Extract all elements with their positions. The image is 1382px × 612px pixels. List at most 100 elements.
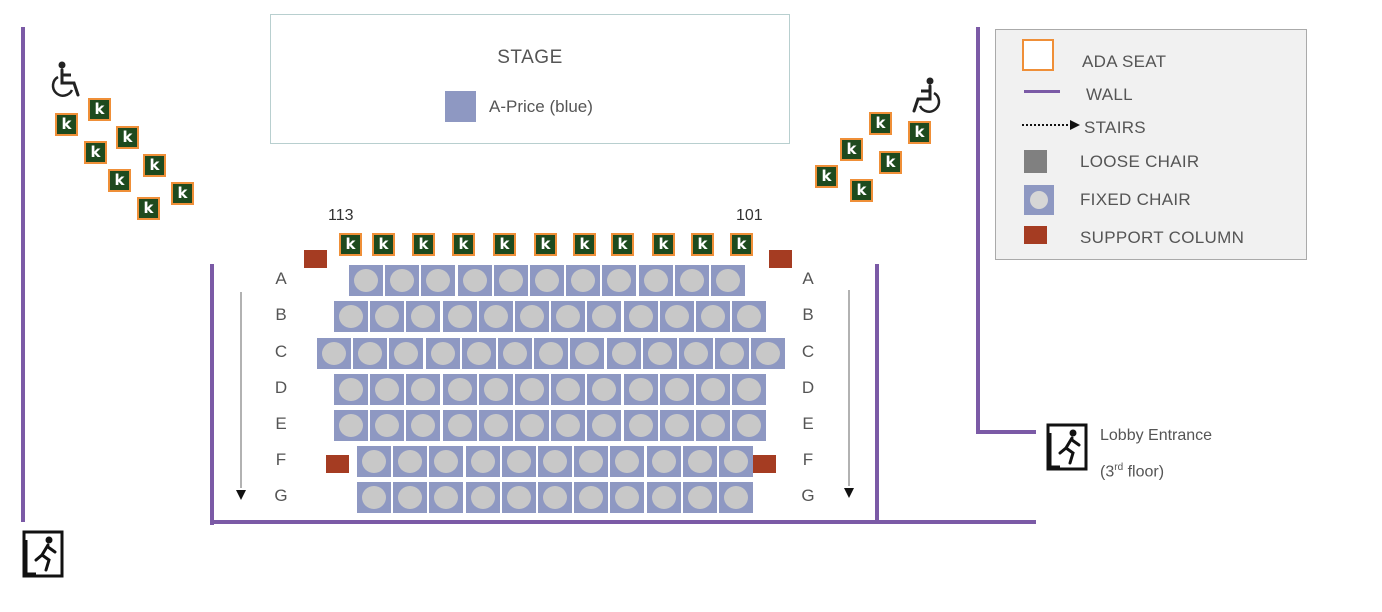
ada-seat[interactable]: k (730, 233, 753, 256)
fixed-chair-seat[interactable] (623, 301, 658, 332)
ada-seat[interactable]: k (691, 233, 714, 256)
fixed-chair-seat[interactable] (357, 482, 391, 513)
ada-seat[interactable]: k (108, 169, 131, 192)
ada-seat[interactable]: k (840, 138, 863, 161)
fixed-chair-seat[interactable] (659, 374, 694, 405)
fixed-chair-seat[interactable] (732, 410, 767, 441)
fixed-chair-seat[interactable] (751, 338, 786, 369)
fixed-chair-seat[interactable] (606, 338, 641, 369)
fixed-chair-seat[interactable] (719, 446, 753, 477)
fixed-chair-seat[interactable] (429, 446, 464, 477)
ada-seat[interactable]: k (55, 113, 78, 136)
fixed-chair-seat[interactable] (406, 410, 441, 441)
fixed-chair-seat[interactable] (642, 338, 677, 369)
fixed-chair-seat[interactable] (370, 410, 405, 441)
fixed-chair-seat[interactable] (574, 482, 609, 513)
fixed-chair-seat[interactable] (442, 410, 477, 441)
fixed-chair-seat[interactable] (646, 446, 681, 477)
fixed-chair-seat[interactable] (646, 482, 681, 513)
fixed-chair-seat[interactable] (515, 410, 549, 441)
fixed-chair-seat[interactable] (638, 265, 673, 296)
ada-seat[interactable]: k (908, 121, 931, 144)
ada-seat[interactable]: k (339, 233, 362, 256)
fixed-chair-seat[interactable] (406, 374, 441, 405)
fixed-chair-seat[interactable] (515, 374, 549, 405)
ada-seat[interactable]: k (573, 233, 596, 256)
fixed-chair-seat[interactable] (465, 446, 500, 477)
fixed-chair-seat[interactable] (719, 482, 753, 513)
fixed-chair-seat[interactable] (385, 265, 420, 296)
fixed-chair-seat[interactable] (696, 374, 730, 405)
fixed-chair-seat[interactable] (732, 374, 767, 405)
ada-seat[interactable]: k (116, 126, 139, 149)
fixed-chair-seat[interactable] (349, 265, 383, 296)
fixed-chair-seat[interactable] (465, 482, 500, 513)
fixed-chair-seat[interactable] (478, 374, 513, 405)
fixed-chair-seat[interactable] (659, 301, 694, 332)
fixed-chair-seat[interactable] (538, 482, 572, 513)
ada-seat[interactable]: k (611, 233, 634, 256)
fixed-chair-seat[interactable] (610, 446, 645, 477)
fixed-chair-seat[interactable] (421, 265, 456, 296)
fixed-chair-seat[interactable] (602, 265, 637, 296)
fixed-chair-seat[interactable] (679, 338, 713, 369)
fixed-chair-seat[interactable] (334, 410, 368, 441)
ada-seat[interactable]: k (137, 197, 160, 220)
fixed-chair-seat[interactable] (623, 410, 658, 441)
fixed-chair-seat[interactable] (551, 301, 586, 332)
fixed-chair-seat[interactable] (370, 374, 405, 405)
fixed-chair-seat[interactable] (711, 265, 745, 296)
ada-seat[interactable]: k (652, 233, 675, 256)
ada-seat[interactable]: k (84, 141, 107, 164)
ada-seat[interactable]: k (452, 233, 475, 256)
fixed-chair-seat[interactable] (501, 482, 536, 513)
fixed-chair-seat[interactable] (551, 374, 586, 405)
fixed-chair-seat[interactable] (461, 338, 496, 369)
fixed-chair-seat[interactable] (674, 265, 709, 296)
fixed-chair-seat[interactable] (715, 338, 750, 369)
fixed-chair-seat[interactable] (478, 410, 513, 441)
fixed-chair-seat[interactable] (570, 338, 605, 369)
fixed-chair-seat[interactable] (682, 482, 717, 513)
fixed-chair-seat[interactable] (317, 338, 351, 369)
fixed-chair-seat[interactable] (587, 410, 622, 441)
fixed-chair-seat[interactable] (370, 301, 405, 332)
fixed-chair-seat[interactable] (501, 446, 536, 477)
fixed-chair-seat[interactable] (623, 374, 658, 405)
fixed-chair-seat[interactable] (551, 410, 586, 441)
fixed-chair-seat[interactable] (574, 446, 609, 477)
fixed-chair-seat[interactable] (498, 338, 532, 369)
fixed-chair-seat[interactable] (659, 410, 694, 441)
fixed-chair-seat[interactable] (515, 301, 549, 332)
fixed-chair-seat[interactable] (457, 265, 492, 296)
ada-seat[interactable]: k (412, 233, 435, 256)
fixed-chair-seat[interactable] (610, 482, 645, 513)
fixed-chair-seat[interactable] (534, 338, 569, 369)
fixed-chair-seat[interactable] (530, 265, 564, 296)
ada-seat[interactable]: k (143, 154, 166, 177)
ada-seat[interactable]: k (88, 98, 111, 121)
fixed-chair-seat[interactable] (406, 301, 441, 332)
fixed-chair-seat[interactable] (538, 446, 572, 477)
fixed-chair-seat[interactable] (353, 338, 388, 369)
fixed-chair-seat[interactable] (696, 301, 730, 332)
ada-seat[interactable]: k (879, 151, 902, 174)
ada-seat[interactable]: k (171, 182, 194, 205)
fixed-chair-seat[interactable] (389, 338, 424, 369)
fixed-chair-seat[interactable] (442, 301, 477, 332)
fixed-chair-seat[interactable] (429, 482, 464, 513)
fixed-chair-seat[interactable] (493, 265, 528, 296)
ada-seat[interactable]: k (372, 233, 395, 256)
fixed-chair-seat[interactable] (587, 374, 622, 405)
ada-seat[interactable]: k (869, 112, 892, 135)
fixed-chair-seat[interactable] (587, 301, 622, 332)
fixed-chair-seat[interactable] (393, 482, 428, 513)
ada-seat[interactable]: k (850, 179, 873, 202)
fixed-chair-seat[interactable] (566, 265, 601, 296)
ada-seat[interactable]: k (815, 165, 838, 188)
fixed-chair-seat[interactable] (334, 301, 368, 332)
fixed-chair-seat[interactable] (732, 301, 767, 332)
ada-seat[interactable]: k (534, 233, 557, 256)
ada-seat[interactable]: k (493, 233, 516, 256)
fixed-chair-seat[interactable] (682, 446, 717, 477)
